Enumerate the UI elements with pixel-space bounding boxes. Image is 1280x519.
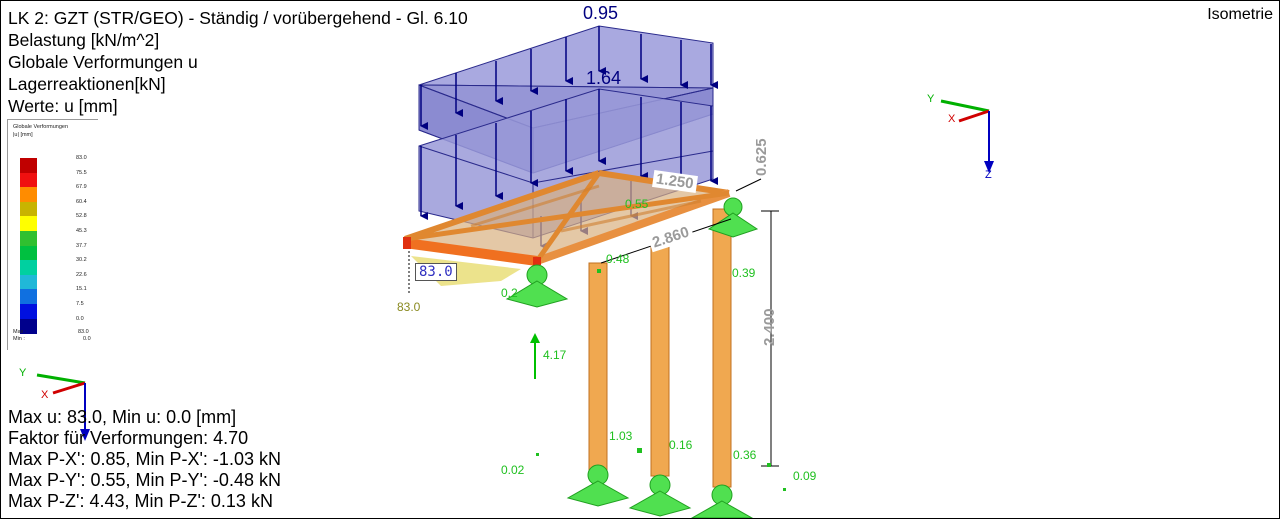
legend-tick-label: 60.4 bbox=[76, 198, 87, 205]
legend-swatch bbox=[20, 172, 37, 188]
reaction-value-8: 0.02 bbox=[501, 463, 525, 477]
load-value-top: 0.95 bbox=[583, 3, 619, 23]
reaction-markers bbox=[536, 269, 786, 491]
legend-swatch bbox=[20, 216, 37, 232]
deformation-legend[interactable]: Globale Verformungen |u| [mm] 83.0 75.5 67… bbox=[7, 119, 98, 350]
view-name-label: Isometrie bbox=[1207, 6, 1273, 23]
axis-z-label-top: Z bbox=[985, 169, 992, 181]
legend-swatch bbox=[20, 245, 37, 261]
reaction-value-2: 0.48 bbox=[606, 252, 630, 266]
legend-tick-label: 22.6 bbox=[76, 271, 87, 278]
summary-factor: Faktor für Verformungen: 4.70 bbox=[8, 428, 249, 448]
summary-py: Max P-Y': 0.55, Min P-Y': -0.48 kN bbox=[8, 470, 281, 490]
max-deformation-box: 83.0 bbox=[415, 263, 457, 281]
legend-tick-label: 0.0 bbox=[76, 315, 84, 322]
summary-pz: Max P-Z': 4.43, Min P-Z': 0.13 kN bbox=[8, 491, 273, 511]
legend-swatch bbox=[20, 187, 37, 203]
legend-tick-label: 30.2 bbox=[76, 257, 87, 264]
legend-tick-label: 37.7 bbox=[76, 242, 87, 249]
dimension-column-height: 2.400 bbox=[761, 308, 778, 346]
max-deformation-label: 83.0 bbox=[397, 300, 421, 314]
legend-max-value: 83.0 bbox=[78, 329, 89, 335]
legend-tick-label: 7.5 bbox=[76, 301, 84, 307]
load-case-title: LK 2: GZT (STR/GEO) - Ständig / vorüberg… bbox=[8, 8, 468, 28]
legend-tick-label: 75.5 bbox=[76, 169, 87, 176]
axis-y-label-top: Y bbox=[927, 93, 935, 105]
roof-frame[interactable] bbox=[403, 170, 731, 286]
summary-px: Max P-X': 0.85, Min P-X': -1.03 kN bbox=[8, 449, 281, 469]
reaction-value-6: 1.03 bbox=[609, 429, 633, 443]
legend-swatch bbox=[20, 201, 37, 217]
reaction-value-9: 0.36 bbox=[733, 448, 757, 462]
reaction-value-4: 0.2 bbox=[501, 286, 518, 300]
reaction-value-5: 4.17 bbox=[543, 348, 567, 362]
legend-tick-label: 52.8 bbox=[76, 213, 87, 220]
reactions-label: Lagerreaktionen[kN] bbox=[8, 74, 166, 94]
legend-title: Globale Verformungen bbox=[13, 124, 69, 130]
axis-x-label-bottom: X bbox=[41, 389, 49, 401]
values-unit-label: Werte: u [mm] bbox=[8, 96, 118, 116]
reaction-value-7: 0.16 bbox=[669, 438, 693, 452]
axis-x-label-top: X bbox=[948, 113, 956, 125]
axis-triad-bottom bbox=[36, 373, 90, 441]
reaction-value-1: 0.55 bbox=[625, 197, 649, 211]
legend-swatch bbox=[20, 274, 37, 290]
axis-y-label-bottom: Y bbox=[19, 367, 27, 379]
columns[interactable] bbox=[588, 208, 732, 488]
legend-swatch bbox=[20, 318, 37, 334]
reaction-value-10: 0.09 bbox=[793, 469, 817, 483]
legend-swatch bbox=[20, 158, 37, 173]
result-type-label: Globale Verformungen u bbox=[8, 52, 198, 72]
legend-tick-label: 83.0 bbox=[76, 155, 87, 161]
legend-tick-label: 15.1 bbox=[76, 286, 87, 293]
legend-swatch bbox=[20, 231, 37, 246]
load-type-label: Belastung [kN/m^2] bbox=[8, 30, 160, 50]
legend-swatch bbox=[20, 304, 37, 319]
legend-tick-label: 67.9 bbox=[76, 184, 87, 191]
reaction-value-3: 0.39 bbox=[732, 266, 756, 280]
legend-swatch bbox=[20, 260, 37, 276]
dimension-height-top: 0.625 bbox=[753, 138, 770, 176]
legend-unit: |u| [mm] bbox=[13, 132, 33, 138]
legend-min-label: Min : bbox=[13, 336, 25, 342]
axis-triad-top bbox=[940, 99, 994, 173]
legend-tick-label: 45.3 bbox=[76, 228, 87, 234]
reaction-arrow bbox=[530, 333, 540, 379]
legend-min-value: 0.0 bbox=[83, 336, 91, 342]
legend-max-label: Max : bbox=[13, 329, 27, 335]
summary-max-u: Max u: 83.0, Min u: 0.0 [mm] bbox=[8, 407, 237, 427]
load-value-lower: 1.64 bbox=[586, 68, 622, 88]
legend-swatch bbox=[20, 289, 37, 305]
